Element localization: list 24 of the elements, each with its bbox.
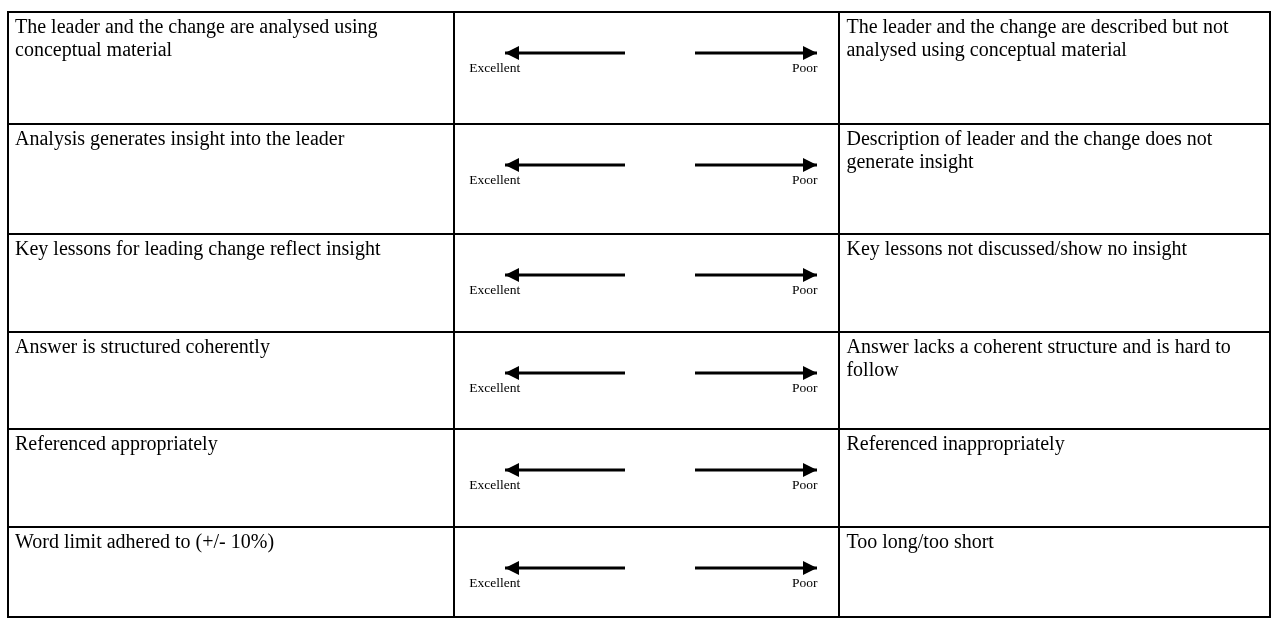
- scale-label: Poor: [791, 60, 818, 76]
- criterion-text: The leader and the change are described but not analysed using conceptual material: [846, 15, 1229, 60]
- scale-label: Excellent: [469, 60, 521, 76]
- criterion-text: The leader and the change are analysed using conceptual material: [15, 15, 378, 60]
- criterion-text: Answer lacks a coherent structure and is hard to follow: [846, 335, 1231, 380]
- scale-label: Poor: [791, 172, 818, 188]
- criterion-text: Key lessons not discussed/show no insight: [846, 237, 1187, 259]
- scale-label: Poor: [791, 477, 818, 493]
- criterion-text: Answer is structured coherently: [15, 335, 270, 357]
- criterion-text: Description of leader and the change does not generate insight: [846, 127, 1213, 172]
- scale-label: Poor: [791, 575, 818, 591]
- criterion-text: Referenced appropriately: [15, 432, 218, 454]
- criterion-text: Word limit adhered to (+/- 10%): [15, 530, 275, 552]
- scale-label: Poor: [791, 282, 818, 298]
- criterion-text: Too long/too short: [846, 530, 994, 552]
- scale-label: Excellent: [469, 477, 521, 493]
- scale-label: Excellent: [469, 172, 521, 188]
- scale-label: Excellent: [469, 380, 521, 396]
- scale-label: Excellent: [469, 575, 521, 591]
- criterion-text: Referenced inappropriately: [846, 432, 1065, 454]
- criterion-text: Analysis generates insight into the leader: [15, 127, 345, 149]
- criterion-text: Key lessons for leading change reflect insight: [15, 237, 381, 259]
- scale-label: Poor: [791, 380, 818, 396]
- scale-label: Excellent: [469, 282, 521, 298]
